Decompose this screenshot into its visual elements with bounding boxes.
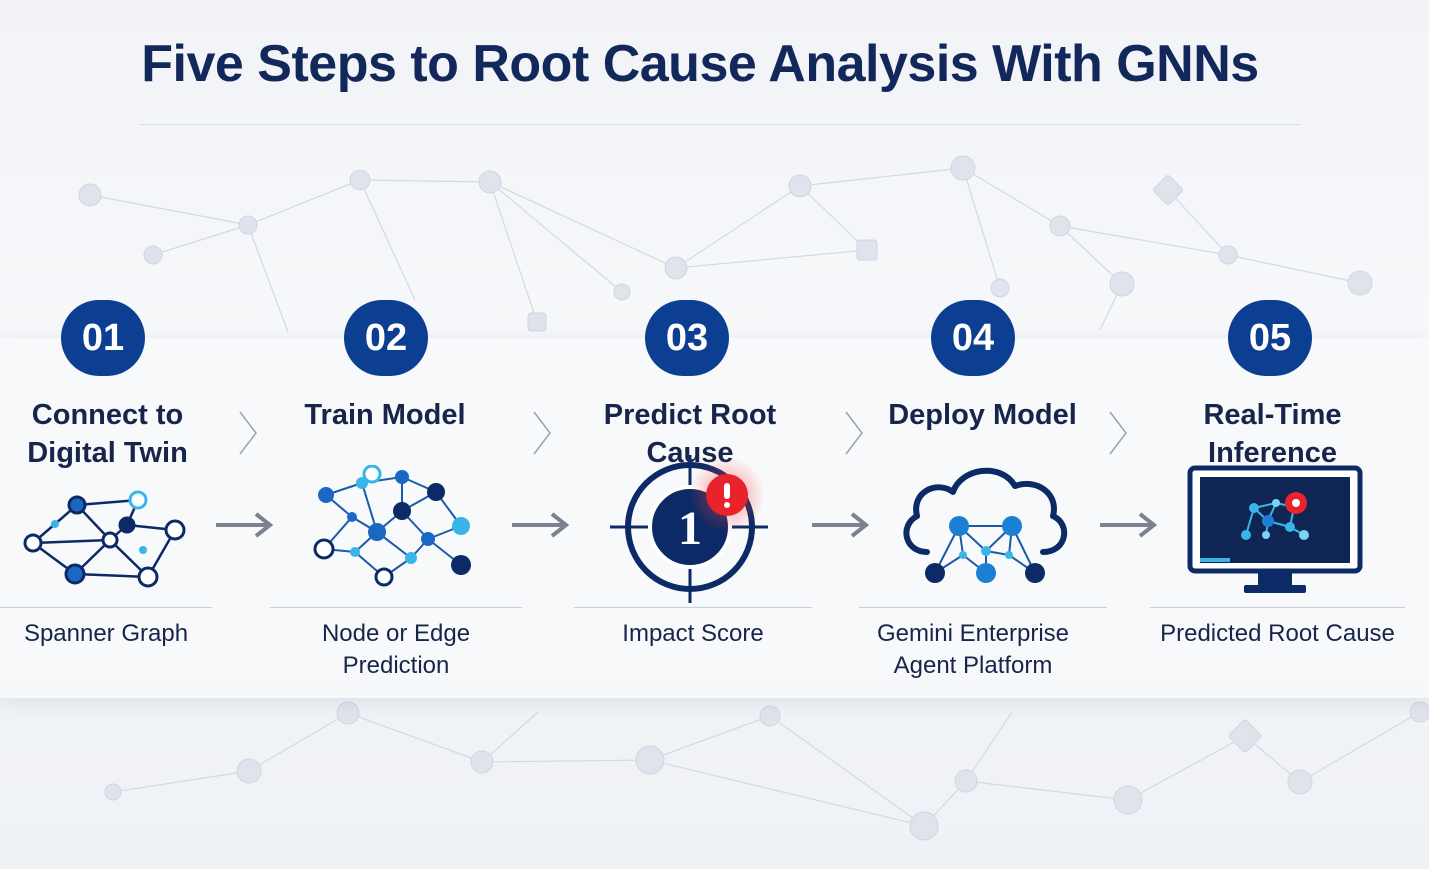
step-4: 04 Deploy Model Gemini Enterprise Agent …	[855, 300, 1110, 700]
step-4-number-badge: 04	[931, 300, 1015, 376]
step-1: 01 Connect to Digital Twin Spanner Gra	[0, 300, 215, 700]
chevron-right-icon	[239, 411, 257, 455]
step-1-label: Spanner Graph	[0, 618, 212, 650]
step-3-divider	[574, 607, 812, 608]
arrow-right-icon	[812, 512, 870, 538]
step-3: 03 Predict Root Cause 1 Impact Score	[570, 300, 815, 700]
step-5-label-line-1: Predicted Root Cause	[1160, 620, 1395, 647]
step-2-divider	[270, 607, 522, 608]
step-2-number-badge: 02	[344, 300, 428, 376]
step-3-label: Impact Score	[574, 618, 812, 650]
step-2-title-line-1: Train Model	[304, 399, 466, 431]
chevron-right-icon	[845, 411, 863, 455]
step-5: 05 Real-Time Inference Predicted Root Ca…	[1140, 300, 1425, 700]
step-4-title-line-1: Deploy Model	[888, 399, 1077, 431]
step-2-label: Node or Edge Prediction	[270, 618, 522, 682]
step-3-label-line-1: Impact Score	[622, 620, 764, 647]
cloud-network-icon	[903, 467, 1068, 583]
title-divider	[140, 124, 1300, 125]
step-3-number-badge: 03	[645, 300, 729, 376]
step-2-title: Train Model	[270, 396, 500, 434]
step-5-title-line-1: Real-Time Inference	[1203, 399, 1342, 469]
arrow-right-icon	[512, 512, 570, 538]
arrow-right-icon	[216, 512, 274, 538]
chevron-right-icon	[1109, 411, 1127, 455]
step-1-title: Connect to Digital Twin	[0, 396, 215, 472]
step-1-title-line-2: Digital Twin	[27, 437, 188, 469]
step-5-number-badge: 05	[1228, 300, 1312, 376]
step-2: 02 Train Model	[270, 300, 530, 700]
step-1-divider	[0, 607, 212, 608]
step-2-label-line-1: Node or Edge Prediction	[321, 620, 471, 679]
step-1-title-line-1: Connect to	[31, 399, 184, 431]
step-4-divider	[859, 607, 1107, 608]
step-1-label-line-1: Spanner Graph	[23, 620, 189, 647]
step-5-title: Real-Time Inference	[1140, 396, 1405, 472]
monitor-icon	[1187, 465, 1363, 593]
chevron-right-icon	[533, 411, 551, 455]
arrow-right-icon	[1100, 512, 1158, 538]
step-5-divider	[1150, 607, 1405, 608]
page-title: Five Steps to Root Cause Analysis With G…	[141, 35, 1259, 93]
neural-network-icon	[313, 465, 471, 587]
target-icon: 1	[610, 455, 768, 603]
step-4-label: Gemini Enterprise Agent Platform	[859, 618, 1087, 682]
graph-network-icon	[23, 490, 186, 588]
step-5-label: Predicted Root Cause	[1150, 618, 1405, 650]
step-4-label-line-1: Gemini Enterprise	[876, 620, 1070, 647]
step-4-title: Deploy Model	[855, 396, 1110, 434]
step-4-label-line-2: Agent Platform	[893, 652, 1053, 679]
step-1-number-badge: 01	[61, 300, 145, 376]
